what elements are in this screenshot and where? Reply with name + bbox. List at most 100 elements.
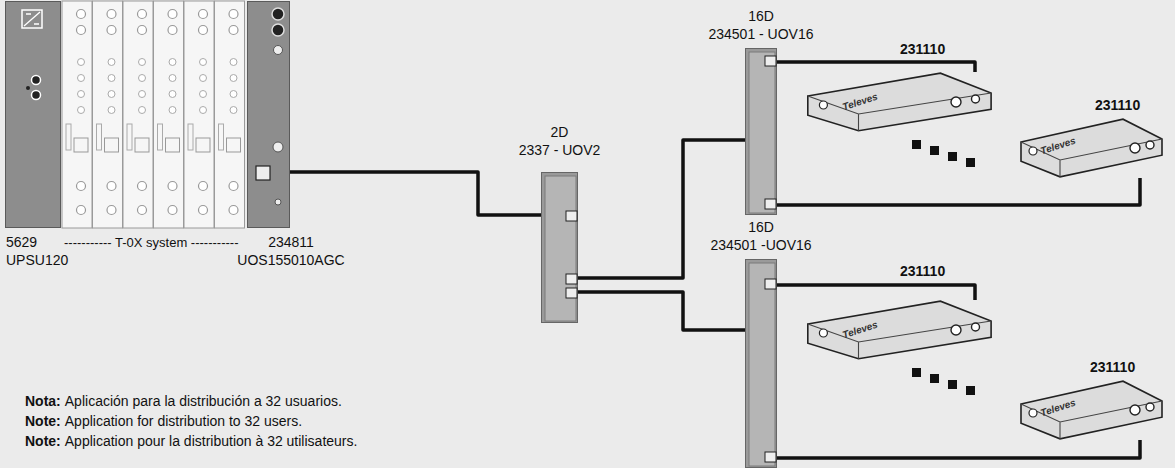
drawing-stroke [168, 182, 177, 191]
rack-module-box: 5629 UPSU120 [5, 1, 61, 228]
drawing-stroke [108, 107, 115, 114]
drawing-stroke [765, 56, 776, 66]
node-heading: 231110 [1095, 96, 1140, 114]
receiver-body [1021, 381, 1162, 439]
drawing-stroke [138, 206, 147, 215]
drawing-stroke [97, 124, 102, 150]
drawing-stroke [230, 75, 237, 82]
node-outline [1015, 118, 1165, 178]
drawing-stroke [566, 274, 577, 284]
drawing-stroke [199, 26, 208, 35]
drawing-stroke [275, 199, 281, 205]
drawing-stroke [1146, 403, 1154, 411]
node-heading: 231110 [900, 262, 945, 280]
drawing-stroke [78, 59, 85, 66]
drawing-stroke [951, 97, 961, 107]
drawing-stroke [168, 10, 177, 19]
node-outline [248, 2, 291, 229]
drawing-stroke [199, 10, 208, 19]
drawing-stroke [78, 107, 85, 114]
drawing-stroke [107, 182, 116, 191]
drawing-stroke [77, 206, 86, 215]
drawing-stroke [199, 182, 208, 191]
note-text: Aplicación para la distribución a 32 usu… [65, 392, 342, 410]
drawing-stroke [229, 10, 238, 19]
node-heading: 231110 [1090, 358, 1135, 376]
drawing-stroke [272, 8, 284, 20]
rack-module [62, 1, 92, 228]
drawing-stroke [138, 10, 147, 19]
fiber-cable [777, 440, 1140, 458]
drawing-stroke [105, 138, 119, 152]
drawing-stroke [951, 325, 961, 335]
fiber-cable [777, 285, 975, 300]
drawing-stroke [24, 12, 40, 26]
drawing-stroke [169, 75, 176, 82]
drawing-stroke [107, 26, 116, 35]
drawing-stroke [200, 91, 207, 98]
drawing-stroke [139, 75, 146, 82]
rack-modules [62, 1, 245, 228]
drawing-stroke [819, 329, 827, 337]
drawing-stroke [227, 138, 241, 152]
drawing-stroke [169, 91, 176, 98]
rack-module [215, 1, 245, 228]
drawing-stroke [107, 10, 116, 19]
drawing-stroke [32, 76, 41, 85]
drawing-stroke [74, 138, 88, 152]
module-label: 2D [519, 123, 601, 141]
fiber-cable [777, 62, 975, 72]
node-heading: 231110 [900, 40, 945, 58]
drawing-stroke [139, 107, 146, 114]
node-heading: 16D234501 -UOV16 [710, 218, 811, 254]
drawing-stroke [749, 263, 775, 466]
splitter-box: 2D2337 - UOV2 [541, 172, 578, 323]
receiver-node: 231110 [1015, 118, 1165, 178]
drawing-stroke [1130, 143, 1140, 153]
drawing-stroke [32, 91, 41, 100]
drawing-stroke [66, 124, 71, 150]
drawing-stroke [78, 75, 85, 82]
drawing-stroke [1029, 409, 1037, 417]
module-label: 16D [708, 7, 813, 25]
note-text: Application pour la distribution à 32 ut… [65, 432, 358, 450]
module-label: 16D [710, 218, 811, 236]
receiver-body [808, 73, 991, 131]
drawing-stroke [274, 46, 283, 55]
drawing-stroke [808, 321, 991, 359]
drawing-stroke [229, 26, 238, 35]
receiver-body [1021, 119, 1162, 177]
splitter-box: 16D234501 -UOV16 [745, 259, 777, 468]
drawing-stroke [272, 24, 284, 36]
splitter-box: 16D234501 - UOV16 [745, 48, 777, 215]
drawing-stroke [196, 138, 210, 152]
rack-module [184, 1, 214, 228]
drawing-stroke [78, 91, 85, 98]
drawing-stroke [169, 59, 176, 66]
drawing-stroke [1146, 141, 1154, 149]
drawing-stroke [765, 199, 776, 209]
node-outline [542, 173, 579, 324]
drawing-stroke [138, 26, 147, 35]
fiber-cable [578, 140, 745, 278]
rack-module-box: 234811 UOS155010AGC [247, 1, 290, 228]
drawing-stroke [168, 206, 177, 215]
module-label: 2337 - UOV2 [519, 141, 601, 159]
drawing-stroke [108, 59, 115, 66]
drawing-stroke [138, 182, 147, 191]
receiver-node: 231110 [800, 300, 995, 360]
node-outline [800, 300, 995, 360]
module-label: 234811 UOS155010AGC [232, 233, 350, 269]
drawing-stroke [22, 10, 42, 28]
node-outline [746, 49, 778, 216]
drawing-stroke [77, 26, 86, 35]
drawing-stroke [108, 75, 115, 82]
note-text: Nota: [25, 392, 61, 410]
drawing-stroke [1029, 147, 1037, 155]
note-text: Note: [25, 412, 61, 430]
receiver-node: 231110 [1015, 380, 1165, 440]
drawing-stroke [26, 86, 30, 90]
drawing-stroke [108, 91, 115, 98]
node-outline [6, 2, 62, 229]
